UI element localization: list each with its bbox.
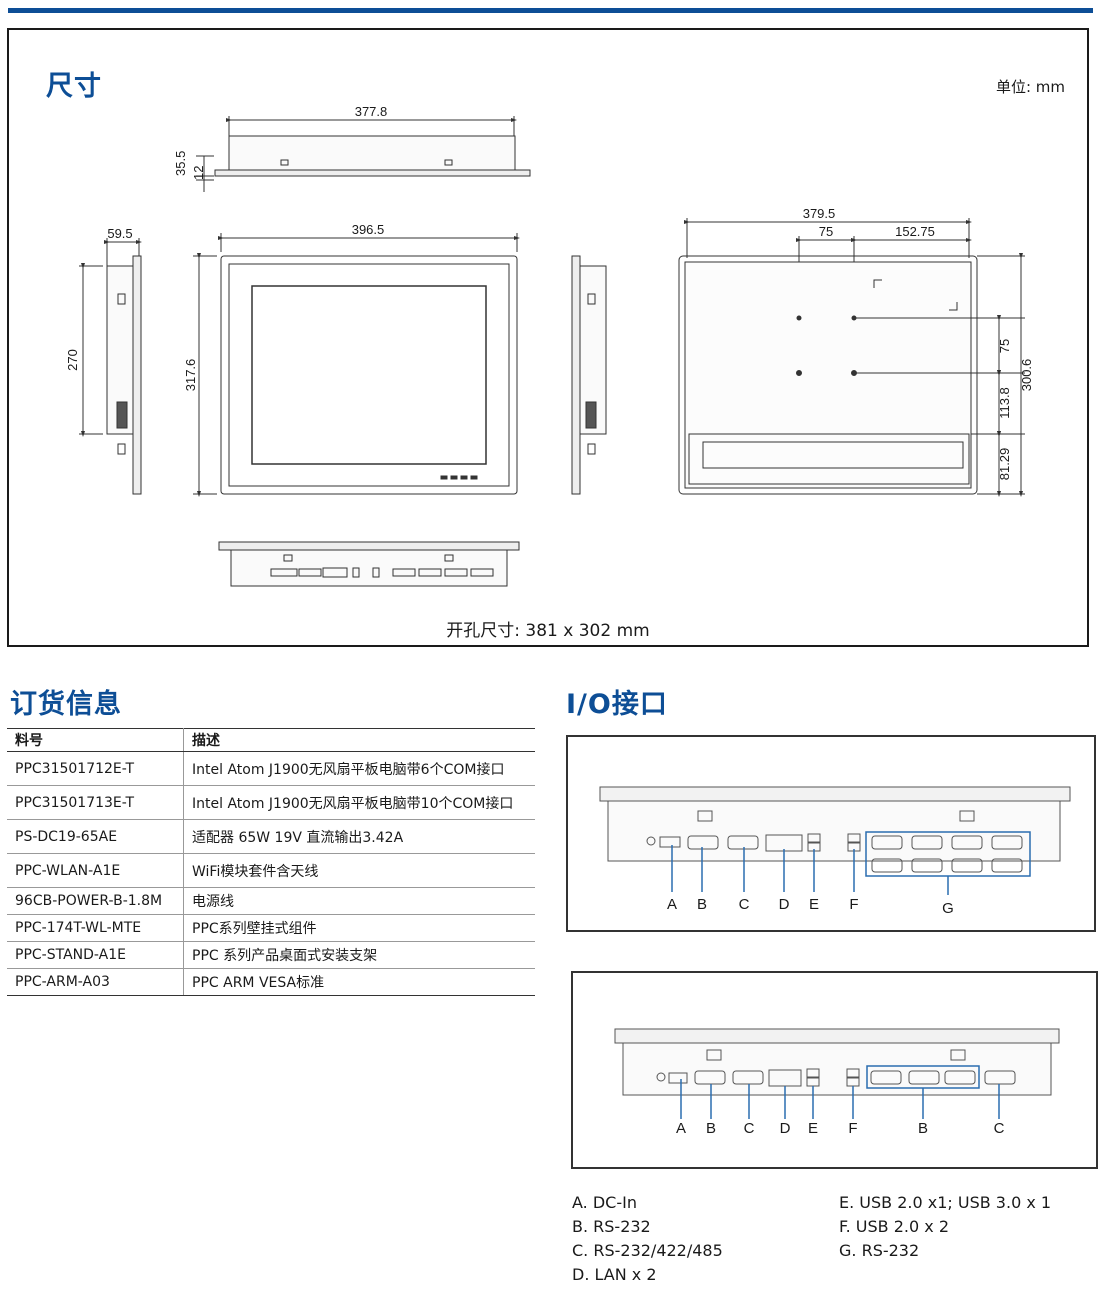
back-view-drawing: [678, 218, 1025, 497]
legend-item: G. RS-232: [839, 1241, 920, 1260]
part-number: PPC31501713E-T: [7, 785, 184, 820]
part-number: PPC-ARM-A03: [7, 968, 184, 996]
dimensions-title: 尺寸: [46, 71, 102, 102]
cutout-size-label: 开孔尺寸: 381 x 302 mm: [446, 621, 650, 641]
io-title: I/O接口: [566, 689, 668, 720]
dim-back-height: 300.6: [1019, 359, 1034, 392]
io-diagram-10com-drawing: A B C D E F B C: [614, 1028, 1060, 1137]
io2-label-d: D: [780, 1120, 791, 1137]
description: WiFi模块套件含天线: [183, 853, 535, 888]
io2-label-c: C: [744, 1120, 755, 1137]
dim-side-depth: 59.5: [107, 226, 132, 241]
dim-back-width: 379.5: [803, 206, 836, 221]
io1-label-a: A: [667, 896, 677, 913]
col-part-number: 料号: [7, 728, 184, 752]
io-diagram-6com-drawing: A B C D E F G: [599, 786, 1071, 917]
dim-top-thin: 12: [191, 166, 206, 180]
dim-front-height: 317.6: [183, 359, 198, 392]
io1-label-d: D: [779, 896, 790, 913]
legend-item: E. USB 2.0 x1; USB 3.0 x 1: [839, 1193, 1052, 1212]
io-legend-left: A. DC-In B. RS-232 C. RS-232/422/485 D. …: [572, 1191, 723, 1287]
io1-label-g: G: [942, 900, 954, 917]
io2-label-c-right: C: [994, 1120, 1005, 1137]
front-view-drawing: [193, 233, 520, 497]
description: 电源线: [183, 887, 535, 915]
top-view-drawing: [196, 116, 531, 192]
io-diagram-10com: A B C D E F B C: [571, 971, 1098, 1169]
description: Intel Atom J1900无风扇平板电脑带10个COM接口: [183, 785, 535, 820]
io1-label-c: C: [739, 896, 750, 913]
legend-item: B. RS-232: [572, 1217, 651, 1236]
dim-top-width: 377.8: [355, 104, 388, 119]
io1-label-b: B: [697, 896, 707, 913]
dim-front-width: 396.5: [352, 222, 385, 237]
top-accent-bar: [8, 8, 1093, 13]
bottom-view-drawing: [218, 541, 520, 587]
legend-item: F. USB 2.0 x 2: [839, 1217, 949, 1236]
io2-label-b: B: [706, 1120, 716, 1137]
part-number: 96CB-POWER-B-1.8M: [7, 887, 184, 915]
description: PPC 系列产品桌面式安装支架: [183, 941, 535, 969]
part-number: PS-DC19-65AE: [7, 819, 184, 854]
dim-side-height: 270: [65, 349, 80, 371]
io-legend-right: E. USB 2.0 x1; USB 3.0 x 1 F. USB 2.0 x …: [839, 1191, 1051, 1263]
io2-label-e: E: [808, 1120, 818, 1137]
legend-item: C. RS-232/422/485: [572, 1241, 723, 1260]
io1-label-f: F: [849, 896, 858, 913]
dim-back-y2: 113.8: [997, 387, 1012, 419]
unit-label: 单位: mm: [995, 78, 1065, 96]
legend-item: D. LAN x 2: [572, 1265, 657, 1284]
dim-back-x2: 152.75: [895, 224, 935, 239]
io2-label-a: A: [676, 1120, 686, 1137]
dimensions-panel: 尺寸 单位: mm: [7, 28, 1089, 647]
dim-back-y1: 75: [997, 339, 1012, 353]
left-side-view-drawing: [79, 238, 142, 495]
part-number: PPC-WLAN-A1E: [7, 853, 184, 888]
dimension-drawings: 377.8 35.5 12 59.5 270 396.5 317.6 379.5…: [65, 104, 1034, 587]
ordering-title: 订货信息: [10, 689, 122, 720]
legend-item: A. DC-In: [572, 1193, 637, 1212]
description: 适配器 65W 19V 直流输出3.42A: [183, 819, 535, 854]
description: PPC系列壁挂式组件: [183, 914, 535, 942]
part-number: PPC-174T-WL-MTE: [7, 914, 184, 942]
io2-label-b-group: B: [918, 1120, 928, 1137]
col-description: 描述: [183, 728, 535, 752]
io2-label-f: F: [848, 1120, 857, 1137]
part-number: PPC-STAND-A1E: [7, 941, 184, 969]
right-side-view-drawing: [571, 255, 607, 495]
dim-top-depth: 35.5: [173, 151, 188, 176]
dim-back-y3: 81.29: [997, 448, 1012, 481]
description: Intel Atom J1900无风扇平板电脑带6个COM接口: [183, 751, 535, 786]
io-diagram-6com: A B C D E F G: [566, 735, 1096, 932]
part-number: PPC31501712E-T: [7, 751, 184, 786]
dim-back-x1: 75: [819, 224, 833, 239]
description: PPC ARM VESA标准: [183, 968, 535, 996]
io1-label-e: E: [809, 896, 819, 913]
